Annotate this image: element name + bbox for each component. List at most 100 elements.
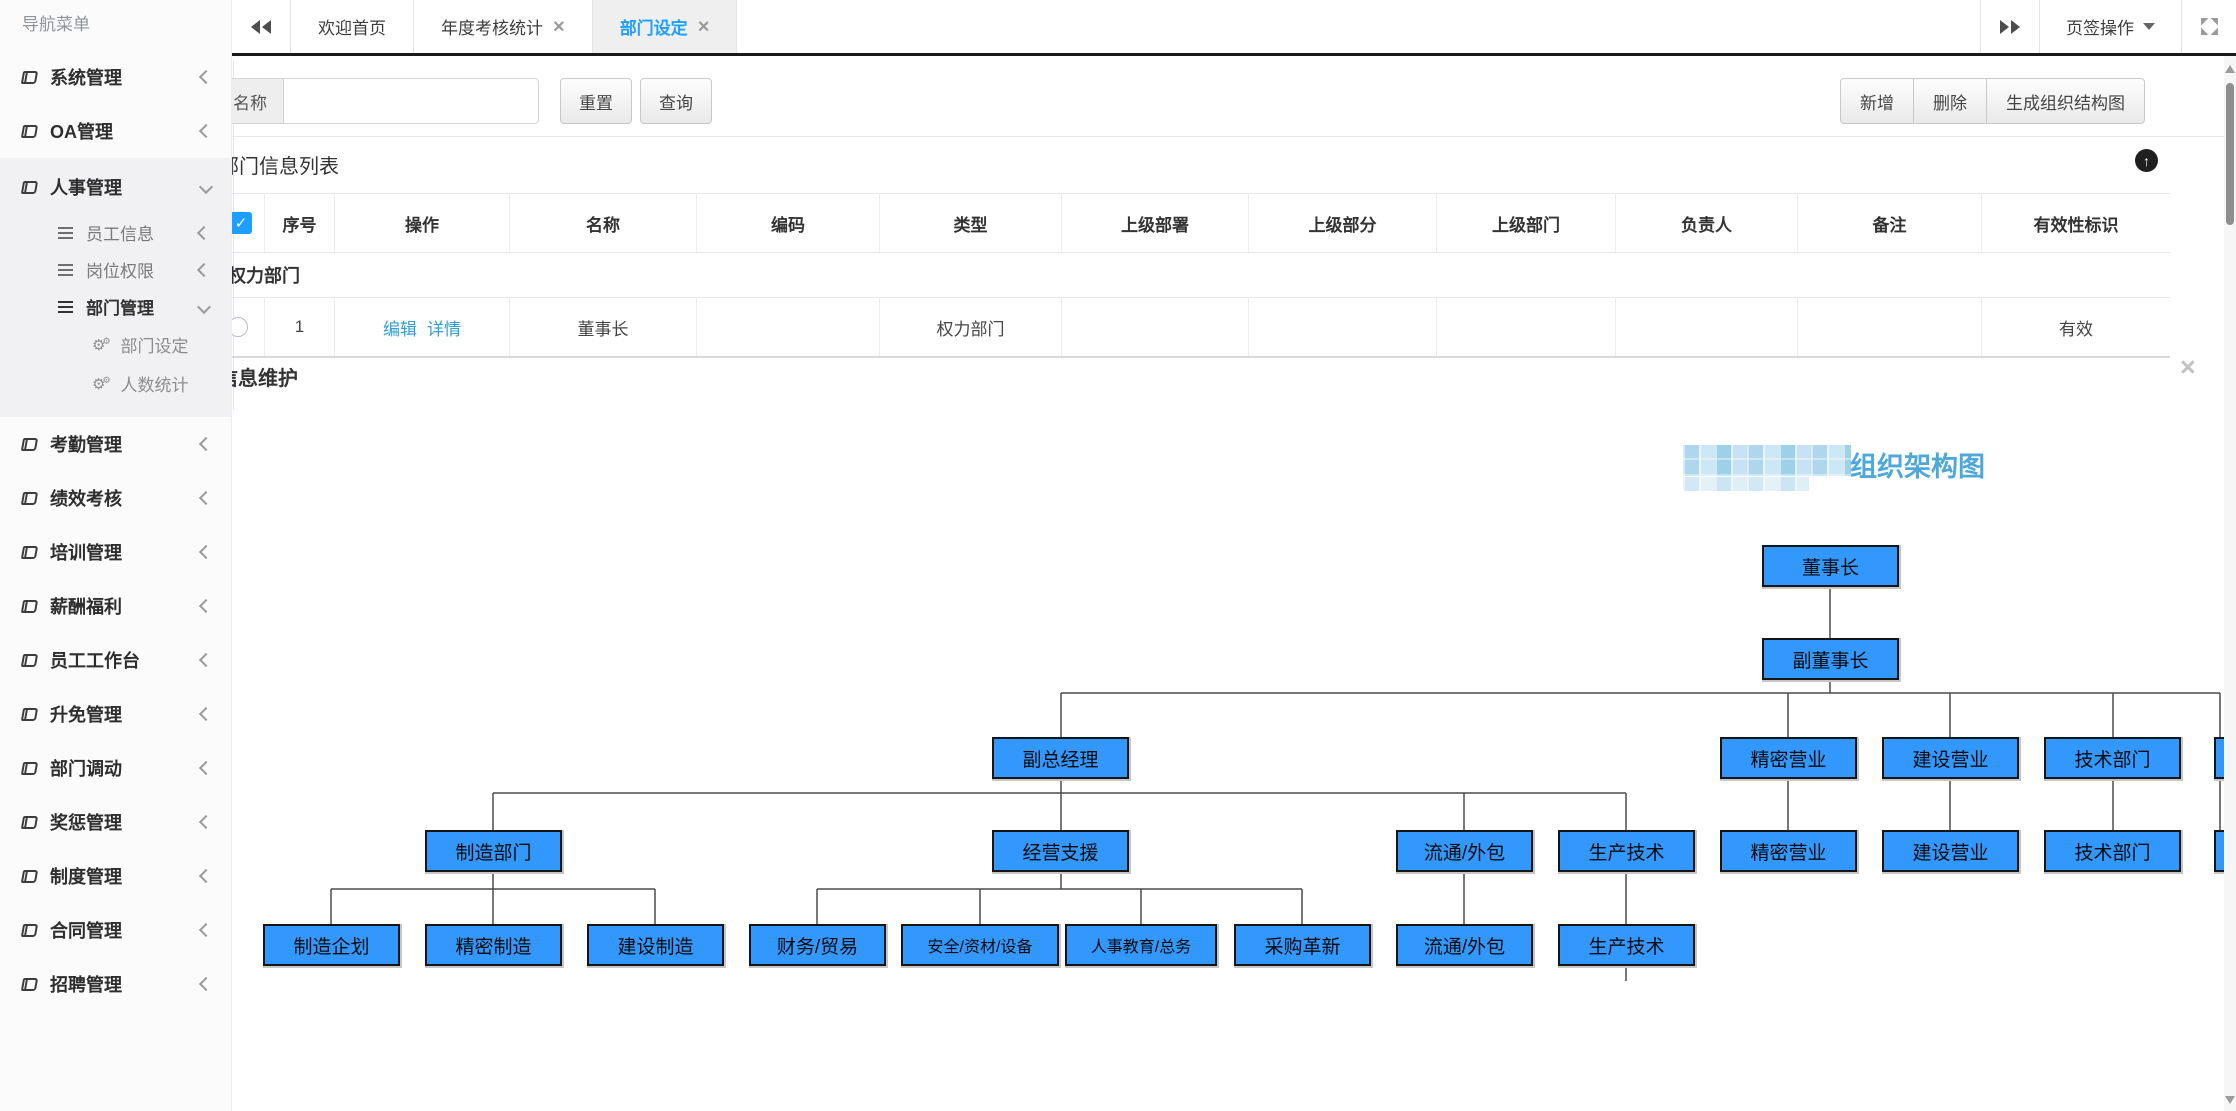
sidebar-item-10[interactable]: 培训管理 <box>0 525 231 579</box>
sidebar-item-14[interactable]: 部门调动 <box>0 741 231 795</box>
sidebar-item-1[interactable]: OA管理 <box>0 104 231 158</box>
org-node[interactable]: 精密营业 <box>1720 737 1857 779</box>
tab-1[interactable]: 年度考核统计× <box>414 0 593 53</box>
sidebar-item-18[interactable]: 招聘管理 <box>0 957 231 1011</box>
collapse-up-icon[interactable]: ↑ <box>2135 149 2158 172</box>
column-header: 名称 <box>510 194 697 252</box>
reset-button[interactable]: 重置 <box>560 78 632 124</box>
query-button[interactable]: 查询 <box>640 78 712 124</box>
chevron-left-icon <box>198 922 214 938</box>
org-node[interactable]: 经营支援 <box>992 830 1129 872</box>
scrollbar-up-arrow-icon[interactable] <box>2225 65 2235 73</box>
org-node[interactable]: 副董事长 <box>1762 638 1899 680</box>
org-node[interactable]: 流通/外包 <box>1396 830 1533 872</box>
chevron-left-icon <box>198 706 214 722</box>
table-cell <box>1798 298 1982 356</box>
org-node[interactable]: 生产技术 <box>1558 830 1695 872</box>
sidebar-item-17[interactable]: 合同管理 <box>0 903 231 957</box>
book-icon <box>20 977 39 991</box>
sidebar-item-12[interactable]: 员工工作台 <box>0 633 231 687</box>
close-tab-icon[interactable]: × <box>553 15 565 38</box>
menu-lines-icon <box>58 305 73 308</box>
org-node[interactable]: 安全/资材/设备 <box>901 924 1059 966</box>
header-checkbox[interactable]: ✓ <box>232 212 252 234</box>
org-node[interactable]: 制造企划 <box>263 924 400 966</box>
sidebar-item-label: 考勤管理 <box>50 435 122 455</box>
table-cell <box>1062 298 1249 356</box>
chevron-down-icon <box>196 299 212 314</box>
delete-button[interactable]: 删除 <box>1914 78 1987 124</box>
sidebar-item-13[interactable]: 升免管理 <box>0 687 231 741</box>
sidebar-item-11[interactable]: 薪酬福利 <box>0 579 231 633</box>
sidebar-item-16[interactable]: 制度管理 <box>0 849 231 903</box>
tabbar-right-cluster: 页签操作 <box>1980 0 2236 53</box>
scroll-tabs-left-button[interactable] <box>232 0 291 53</box>
search-field-label: 名称 <box>232 78 283 124</box>
scroll-tabs-right-button[interactable] <box>1980 0 2039 53</box>
panel-title: 信息维护 <box>232 368 298 390</box>
sidebar-item-6[interactable]: ⚙⚙部门设定 <box>0 325 231 364</box>
org-node[interactable] <box>2214 737 2224 779</box>
toolbar-divider <box>232 136 2224 137</box>
column-header: 有效性标识 <box>2033 215 2119 235</box>
org-node[interactable]: 精密制造 <box>425 924 562 966</box>
sidebar-item-7[interactable]: ⚙⚙人数统计 <box>0 364 231 403</box>
org-node[interactable]: 董事长 <box>1762 545 1899 587</box>
sidebar-item-label: 部门管理 <box>86 299 154 318</box>
tab-label: 欢迎首页 <box>318 19 386 38</box>
sidebar-item-2[interactable]: 人事管理 <box>0 160 231 214</box>
org-node[interactable]: 生产技术 <box>1558 924 1695 966</box>
close-tab-icon[interactable]: × <box>697 15 710 38</box>
table-cell: 1 <box>265 298 335 356</box>
double-right-arrow-icon <box>2011 19 2020 34</box>
tab-operations-dropdown[interactable]: 页签操作 <box>2039 0 2182 53</box>
org-node[interactable]: 技术部门 <box>2044 830 2181 872</box>
book-icon <box>20 761 39 775</box>
org-node[interactable]: 流通/外包 <box>1396 924 1533 966</box>
tab-2[interactable]: 部门设定× <box>592 0 738 53</box>
org-node[interactable] <box>2214 830 2224 872</box>
org-node[interactable]: 建设营业 <box>1882 830 2019 872</box>
search-input[interactable] <box>283 78 539 124</box>
detail-link[interactable]: 详情 <box>427 319 461 339</box>
org-node[interactable]: 建设制造 <box>587 924 724 966</box>
sidebar-item-3[interactable]: 员工信息 <box>0 214 231 251</box>
row-radio[interactable] <box>232 317 248 337</box>
fullscreen-button[interactable] <box>2182 0 2236 53</box>
vertical-scrollbar[interactable] <box>2224 56 2236 1111</box>
book-icon <box>20 599 39 613</box>
orgchart-title: 组织架构图 <box>1850 452 1985 482</box>
close-panel-icon[interactable]: × <box>2180 352 2196 382</box>
table-cell <box>232 298 265 356</box>
org-node[interactable]: 建设营业 <box>1882 737 2019 779</box>
tab-0[interactable]: 欢迎首页 <box>291 0 414 53</box>
org-node[interactable]: 采购革新 <box>1234 924 1371 966</box>
book-icon <box>20 491 39 505</box>
table-actions-group: 新增 删除 生成组织结构图 <box>1840 78 2145 124</box>
edit-link[interactable]: 编辑 <box>383 319 417 339</box>
book-icon <box>20 437 39 451</box>
add-button[interactable]: 新增 <box>1840 78 1914 124</box>
org-node[interactable]: 副总经理 <box>992 737 1129 779</box>
sidebar-item-9[interactable]: 绩效考核 <box>0 471 231 525</box>
org-node[interactable]: 制造部门 <box>425 830 562 872</box>
book-icon <box>20 653 39 667</box>
scrollbar-down-arrow-icon[interactable] <box>2225 1096 2235 1104</box>
generate-orgchart-button[interactable]: 生成组织结构图 <box>1987 78 2145 124</box>
content-clipped-wrapper: 名称 重置 查询 新增 删除 生成组织结构图 部门信息列表 ↑ ✓序号操作名称编… <box>232 56 2224 1111</box>
sidebar-item-4[interactable]: 岗位权限 <box>0 251 231 288</box>
sidebar-item-8[interactable]: 考勤管理 <box>0 417 231 471</box>
org-node[interactable]: 技术部门 <box>2044 737 2181 779</box>
sidebar-item-15[interactable]: 奖惩管理 <box>0 795 231 849</box>
column-header: 上级部门 <box>1437 194 1616 252</box>
sidebar-item-5[interactable]: 部门管理 <box>0 288 231 325</box>
column-header: 编码 <box>697 194 880 252</box>
org-node[interactable]: 财务/贸易 <box>749 924 886 966</box>
org-node[interactable]: 人事教育/总务 <box>1065 924 1217 966</box>
sidebar-item-0[interactable]: 系统管理 <box>0 50 231 104</box>
org-node[interactable]: 精密营业 <box>1720 830 1857 872</box>
scrollbar-thumb[interactable] <box>2226 83 2234 225</box>
